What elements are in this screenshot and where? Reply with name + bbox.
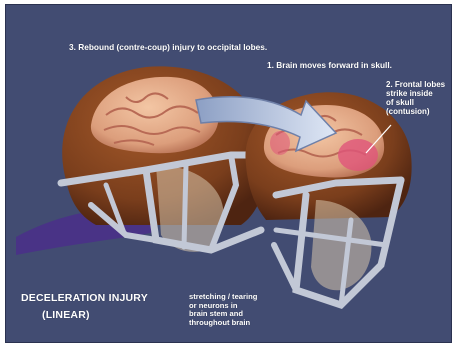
- label-stretching-note: stretching / tearing or neurons in brain…: [189, 293, 281, 327]
- label-rebound-injury: 3. Rebound (contre-coup) injury to occip…: [69, 43, 267, 52]
- label-frontal-lobes: 2. Frontal lobes strike inside of skull …: [386, 81, 452, 117]
- label-brain-moves-forward: 1. Brain moves forward in skull.: [267, 61, 392, 70]
- label-frontal-line-4: (contusion): [386, 108, 452, 117]
- label-stretch-line-4: throughout brain: [189, 319, 281, 328]
- illustration-frame: 3. Rebound (contre-coup) injury to occip…: [5, 4, 452, 343]
- title-deceleration-injury: DECELERATION INJURY: [21, 293, 148, 305]
- title-linear: (LINEAR): [42, 310, 90, 322]
